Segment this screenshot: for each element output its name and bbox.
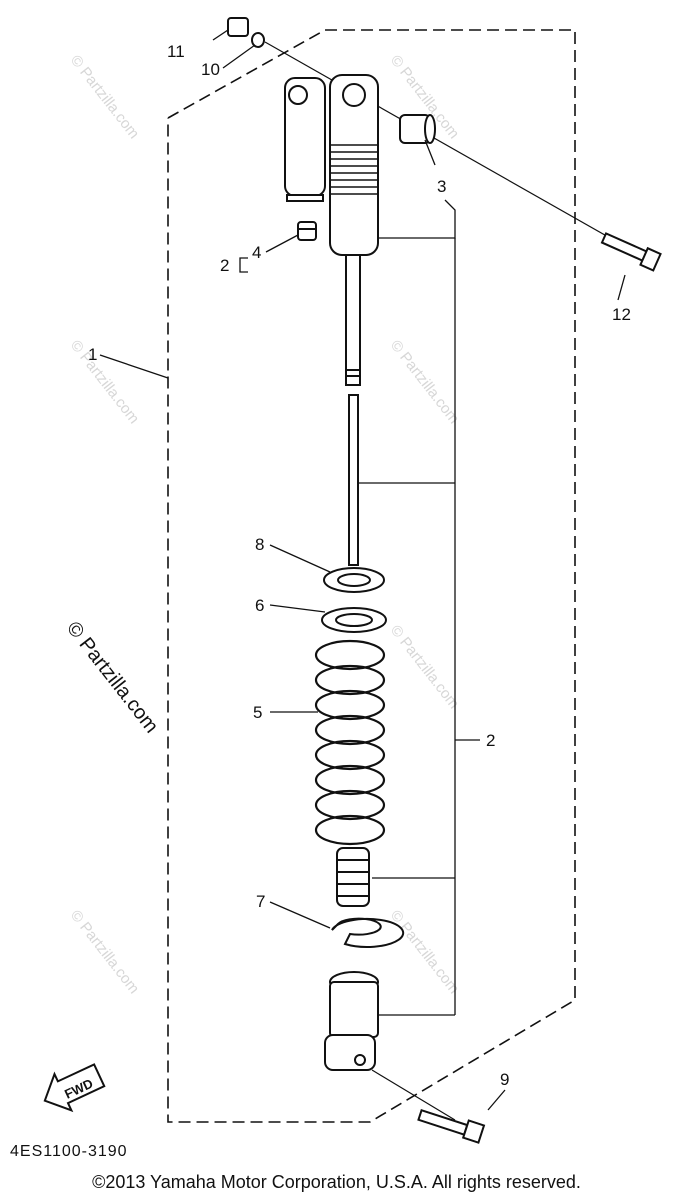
callout-7: 7 bbox=[256, 892, 265, 911]
watermark: © Partzilla.com bbox=[67, 52, 143, 142]
spring-guide bbox=[331, 917, 405, 948]
watermarks: © Partzilla.com © Partzilla.com © Partzi… bbox=[62, 52, 462, 997]
callout-5: 5 bbox=[253, 703, 262, 722]
assembly-outline bbox=[167, 29, 576, 1123]
bushing bbox=[399, 114, 436, 144]
callout-4: 4 bbox=[252, 243, 261, 262]
callout-leaders bbox=[99, 29, 626, 1111]
watermark-prominent: © Partzilla.com bbox=[62, 618, 162, 738]
coil-spring bbox=[314, 639, 386, 846]
lock-nuts bbox=[321, 567, 387, 633]
callout-12: 12 bbox=[612, 305, 631, 324]
copyright-notice: ©2013 Yamaha Motor Corporation, U.S.A. A… bbox=[92, 1172, 581, 1192]
callout-labels: 1 2 2 3 4 5 6 7 8 9 10 11 12 bbox=[88, 42, 631, 1089]
callout-1: 1 bbox=[88, 345, 97, 364]
bolt-upper bbox=[600, 232, 662, 272]
callout-8: 8 bbox=[255, 535, 264, 554]
axis-lines bbox=[264, 41, 641, 1121]
part-code: 4ES1100-3190 bbox=[10, 1143, 128, 1160]
valve-cap bbox=[297, 221, 317, 241]
bolt-lower bbox=[417, 1108, 486, 1144]
nut-washer bbox=[227, 17, 265, 48]
watermark: © Partzilla.com bbox=[67, 337, 143, 427]
callout-2-upper: 2 bbox=[220, 256, 229, 275]
callout-10: 10 bbox=[201, 60, 220, 79]
callout-2-right: 2 bbox=[486, 731, 495, 750]
callout-6: 6 bbox=[255, 596, 264, 615]
callout-3: 3 bbox=[437, 177, 446, 196]
watermark: © Partzilla.com bbox=[387, 622, 463, 712]
shock-body bbox=[284, 74, 379, 386]
callout-11: 11 bbox=[167, 42, 185, 61]
bracket-lines bbox=[358, 199, 480, 1016]
callout-9: 9 bbox=[500, 1070, 509, 1089]
watermark: © Partzilla.com bbox=[67, 907, 143, 997]
watermark: © Partzilla.com bbox=[387, 907, 463, 997]
lower-clevis bbox=[324, 971, 379, 1071]
bump-stop bbox=[336, 847, 370, 907]
fwd-arrow-icon: FWD bbox=[43, 1063, 106, 1113]
piston-rod bbox=[348, 394, 359, 566]
watermark: © Partzilla.com bbox=[387, 337, 463, 427]
